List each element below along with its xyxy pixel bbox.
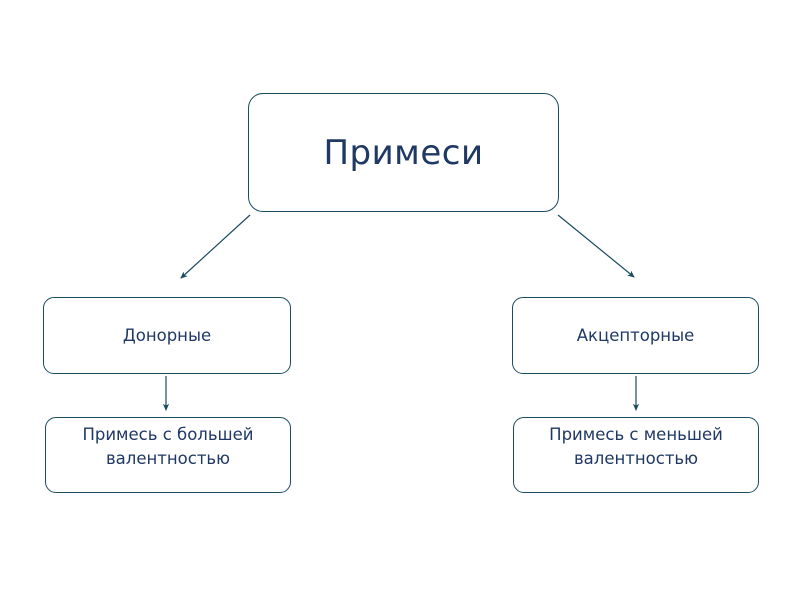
node-root[interactable]: Примеси <box>248 93 559 212</box>
node-acceptor-type-label: Акцепторные <box>576 325 695 345</box>
connector-root-to-acceptor <box>557 214 635 278</box>
node-acceptor-type[interactable]: Акцепторные <box>512 297 759 374</box>
node-donor-description-label: Примесь с большей валентностью <box>82 425 254 468</box>
node-donor-type[interactable]: Донорные <box>43 297 291 374</box>
connector-root-to-donor <box>180 214 251 279</box>
node-root-label: Примеси <box>323 132 484 173</box>
node-acceptor-description-label: Примесь с меньшей валентностью <box>549 425 723 468</box>
node-donor-type-label: Донорные <box>122 325 212 345</box>
node-donor-description[interactable]: Примесь с большей валентностью <box>45 417 291 493</box>
node-acceptor-description[interactable]: Примесь с меньшей валентностью <box>513 417 759 493</box>
